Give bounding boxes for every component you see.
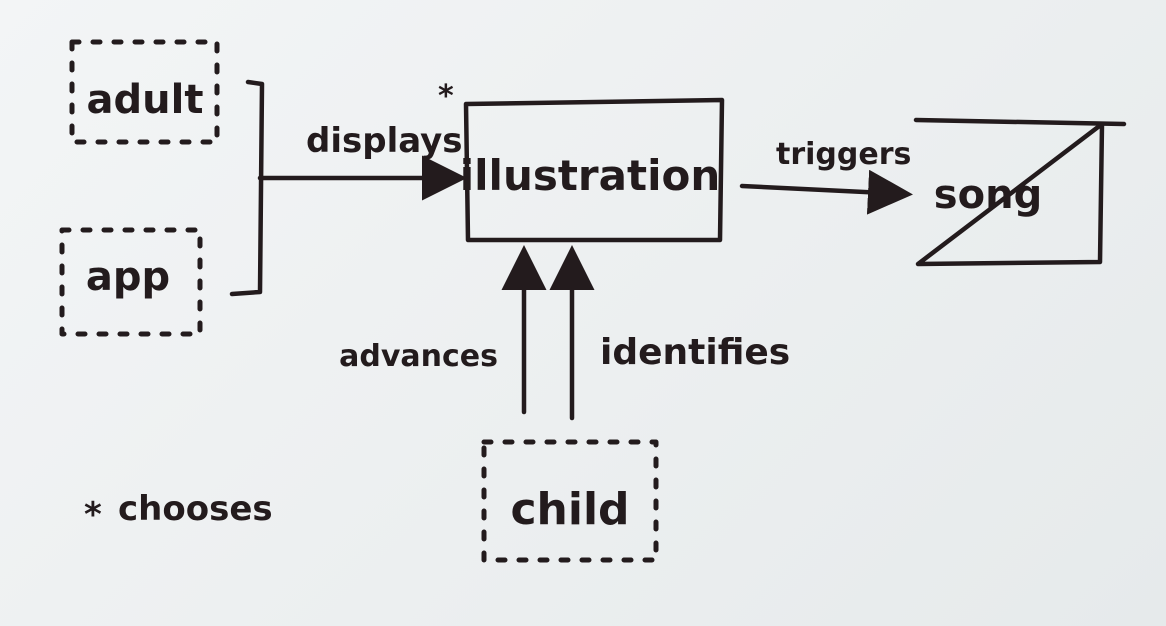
edge-advances-label: advances	[339, 339, 498, 374]
edge-displays-star: *	[438, 79, 454, 114]
node-app: app	[59, 227, 203, 337]
edge-triggers-arrow	[739, 169, 913, 215]
node-adult: adult	[69, 39, 220, 145]
node-illustration-label: illustration	[460, 151, 720, 200]
node-adult-label: adult	[87, 77, 204, 123]
edge-displays-label: displays	[306, 121, 463, 161]
edge-triggers-label: triggers	[776, 137, 911, 172]
adult-app-bracket	[229, 79, 265, 297]
node-song: song	[913, 117, 1127, 267]
node-illustration: illustration	[460, 97, 725, 243]
legend-text: chooses	[118, 489, 273, 529]
legend: * chooses	[84, 489, 273, 535]
node-app-label: app	[86, 254, 170, 300]
node-adult-box	[69, 39, 220, 145]
node-child-box	[481, 439, 659, 563]
node-illustration-box	[463, 97, 725, 243]
node-song-box	[913, 117, 1127, 267]
legend-star: *	[84, 495, 102, 535]
node-child: child	[481, 439, 659, 563]
edge-identifies-label: identifies	[600, 332, 790, 373]
node-child-label: child	[510, 484, 629, 535]
node-song-label: song	[934, 172, 1042, 218]
node-app-box	[59, 227, 203, 337]
